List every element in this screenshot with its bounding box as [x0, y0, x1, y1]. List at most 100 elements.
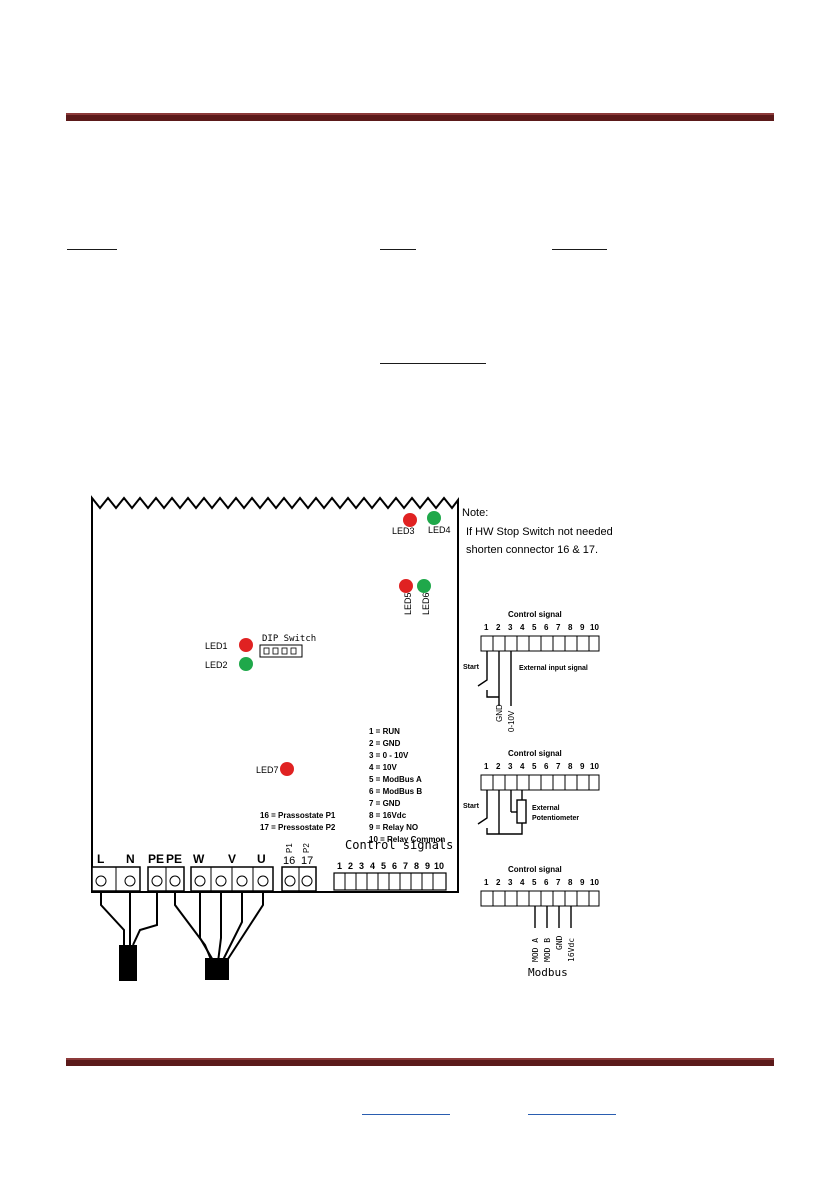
led4-label: LED4	[428, 525, 451, 535]
ctrl-num: 6	[392, 861, 397, 871]
example1-gnd: GND	[495, 704, 504, 722]
terminal-pe1-label: PE	[148, 852, 164, 866]
diagram-label: 5	[532, 623, 537, 632]
example2-title: Control signal	[508, 749, 562, 758]
power-cables	[100, 891, 264, 963]
diagram-label: 1	[484, 878, 489, 887]
led5-label: LED5	[403, 592, 413, 615]
legend-item: 5 = ModBus A	[369, 775, 422, 784]
example1-title: Control signal	[508, 610, 562, 619]
pressostate-p1: 16 = Prassostate P1	[260, 811, 336, 820]
pressostate-p2: 17 = Pressostate P2	[260, 823, 336, 832]
board-outline	[91, 495, 459, 893]
diagram-label: 1	[484, 762, 489, 771]
led5-light	[399, 579, 413, 593]
example1-start: Start	[463, 664, 480, 671]
diagram-label: 8	[568, 762, 573, 771]
diagram-label: 3	[508, 623, 513, 632]
diagram-label: 10	[590, 762, 599, 771]
diagram-label: 1	[484, 623, 489, 632]
ctrl-num: 10	[434, 861, 444, 871]
led6-label: LED6	[421, 592, 431, 615]
diagram-label: 4	[520, 878, 525, 887]
footer-link-mark-1[interactable]	[362, 1114, 450, 1115]
footer-link-mark-2[interactable]	[528, 1114, 616, 1115]
ctrl-num: 4	[370, 861, 375, 871]
ctrl-num: 9	[425, 861, 430, 871]
note-line-2: shorten connector 16 & 17.	[466, 544, 598, 556]
ctrl-num: 7	[403, 861, 408, 871]
header-rule	[66, 113, 774, 121]
led1-light	[239, 638, 253, 652]
example1-0-10v: 0-10V	[507, 710, 516, 732]
note-line-1: If HW Stop Switch not needed	[466, 526, 613, 538]
dip-switch	[259, 644, 303, 658]
diagram-label: 6	[544, 762, 549, 771]
motor-cable-sleeve	[205, 958, 229, 980]
led3-label: LED3	[392, 526, 415, 536]
legend-item: 3 = 0 - 10V	[369, 751, 409, 760]
diagram-label: 4	[520, 762, 525, 771]
underline-mark-1	[67, 249, 117, 250]
diagram-label: 2	[496, 762, 501, 771]
diagram-label: 6	[544, 623, 549, 632]
example3-caption: Modbus	[528, 966, 568, 979]
example3-title: Control signal	[508, 865, 562, 874]
led3-light	[403, 513, 417, 527]
example2-side-2: Potentiometer	[532, 815, 579, 822]
diagram-label: 9	[580, 623, 585, 632]
diagram-label: 8	[568, 878, 573, 887]
diagram-label: 4	[520, 623, 525, 632]
ctrl-num: 3	[359, 861, 364, 871]
ctrl-num: 1	[337, 861, 342, 871]
underline-mark-4	[380, 363, 486, 364]
terminal-17-label: 17	[301, 855, 313, 867]
dip-switch-label: DIP Switch	[262, 634, 316, 644]
pin-legend: 1 = RUN 2 = GND 3 = 0 - 10V 4 = 10V 5 = …	[260, 727, 445, 844]
diagram-label: 7	[556, 623, 561, 632]
terminal-w-label: W	[193, 852, 205, 866]
diagram-label: 3	[508, 878, 513, 887]
p1-label: P1	[285, 843, 294, 853]
diagram-label: 9	[580, 762, 585, 771]
ctrl-num: 8	[414, 861, 419, 871]
led2-light	[239, 657, 253, 671]
power-cable-sleeve	[119, 945, 137, 981]
diagram-label: 5	[532, 762, 537, 771]
diagram-label: 8	[568, 623, 573, 632]
stop-terminal-block	[281, 866, 317, 892]
legend-item: 4 = 10V	[369, 763, 397, 772]
led7-label: LED7	[256, 765, 279, 775]
diagram-label: 5	[532, 878, 537, 887]
power-terminal-block	[91, 866, 274, 892]
terminal-v-label: V	[228, 852, 236, 866]
terminal-pe2-label: PE	[166, 852, 182, 866]
led1-label: LED1	[205, 641, 228, 651]
led6-light	[417, 579, 431, 593]
legend-item: 6 = ModBus B	[369, 787, 422, 796]
example2-side-1: External	[532, 805, 560, 812]
legend-item: 9 = Relay NO	[369, 823, 418, 832]
legend-item: 2 = GND	[369, 739, 401, 748]
diagram-label: 10	[590, 623, 599, 632]
diagram-label: 10	[590, 878, 599, 887]
ctrl-num: 5	[381, 861, 386, 871]
example2-start: Start	[463, 803, 480, 810]
led7-light	[280, 762, 294, 776]
control-signals-title: Control signals	[345, 838, 453, 852]
note-title: Note:	[462, 507, 488, 519]
footer-rule	[66, 1058, 774, 1066]
legend-item: 10 = Relay Common	[369, 835, 445, 844]
diagram-label: 9	[580, 878, 585, 887]
led-group	[239, 511, 441, 776]
underline-mark-2	[380, 249, 416, 250]
legend-item: 8 = 16Vdc	[369, 811, 407, 820]
underline-mark-3	[552, 249, 607, 250]
legend-item: 7 = GND	[369, 799, 401, 808]
diagram-label: 6	[544, 878, 549, 887]
diagram-label: 2	[496, 878, 501, 887]
